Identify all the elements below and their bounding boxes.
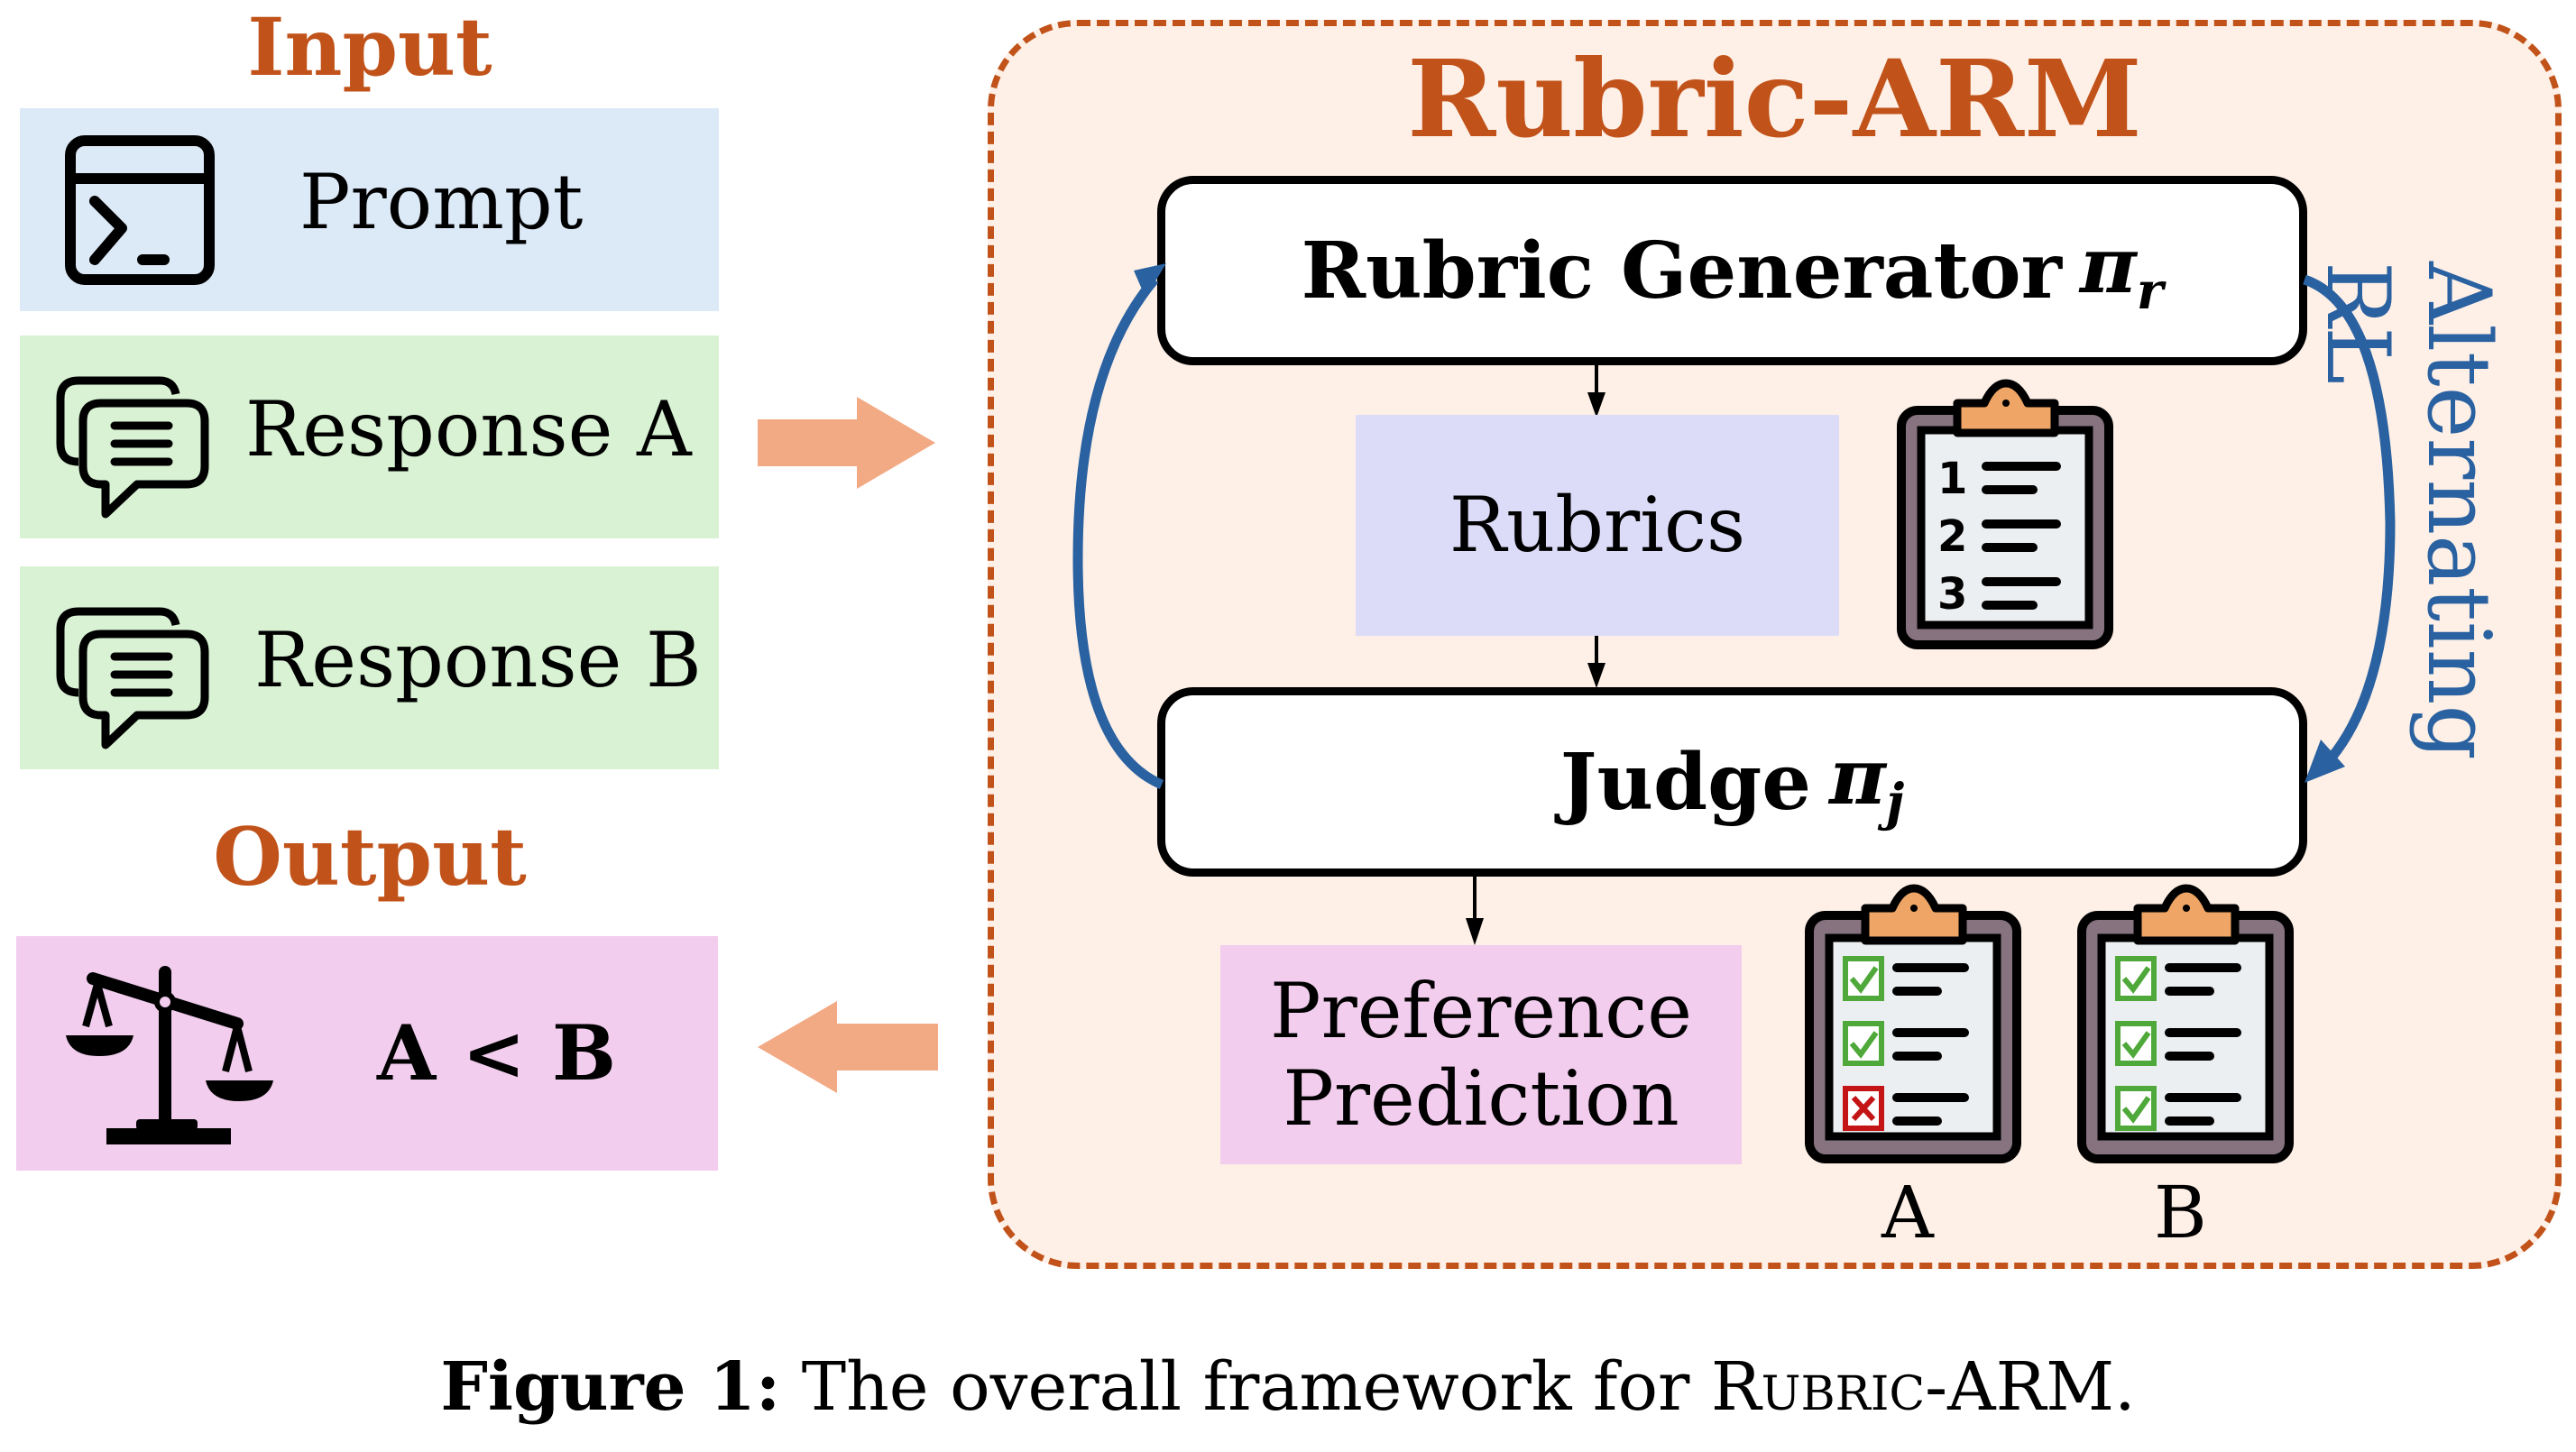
check-mark-icon	[2115, 956, 2157, 1001]
check-mark-icon	[1843, 956, 1884, 1001]
caption-text: The overall framework for	[801, 1348, 1690, 1426]
rubric-number-1: 1	[1937, 454, 1967, 504]
response-a-box: Response A	[20, 335, 719, 538]
input-arrow	[758, 397, 935, 489]
output-box: A < B	[16, 936, 718, 1171]
output-arrow	[758, 1001, 938, 1093]
prompt-box: Prompt	[20, 108, 719, 311]
preference-prediction-box: Preference Prediction	[1220, 945, 1742, 1164]
judge-label: Judge	[1559, 736, 1811, 828]
rubrics-to-judge-arrow	[1587, 636, 1605, 688]
output-title: Output	[213, 810, 527, 904]
caption-name: Rubric-ARM	[1710, 1348, 2115, 1426]
rubric-number-3: 3	[1937, 569, 1967, 620]
check-mark-icon	[2115, 1086, 2157, 1131]
response-a-label: Response A	[245, 385, 692, 473]
framework-title: Rubric-ARM	[1407, 36, 2142, 161]
response-b-label: Response B	[254, 616, 702, 704]
check-mark-icon	[2115, 1021, 2157, 1066]
judge-to-preference-arrow	[1466, 873, 1484, 945]
checklist-label-b: B	[2154, 1171, 2207, 1254]
generator-to-judge-loop-arrow	[2303, 274, 2396, 783]
preference-label-line2: Prediction	[1283, 1053, 1679, 1143]
response-b-box: Response B	[20, 566, 719, 769]
rubric-generator-box: Rubric Generator πr	[1157, 176, 2307, 365]
checklist-label-a: A	[1881, 1171, 1934, 1254]
scale-icon	[66, 966, 273, 1144]
rubrics-box: Rubrics	[1356, 415, 1839, 636]
prompt-label: Prompt	[299, 158, 584, 246]
check-mark-icon	[1843, 1021, 1884, 1066]
chat-bubbles-icon	[56, 607, 209, 749]
caption-suffix: .	[2114, 1348, 2136, 1426]
output-result: A < B	[377, 1008, 617, 1098]
terminal-window-icon	[65, 135, 215, 285]
rubric-number-2: 2	[1937, 511, 1967, 562]
rubrics-label: Rubrics	[1449, 481, 1746, 570]
preference-label-line1: Preference	[1270, 966, 1692, 1055]
judge-to-generator-loop-arrow	[1072, 263, 1166, 790]
checklist-clipboard-b-icon	[2077, 884, 2294, 1163]
rubric-generator-label: Rubric Generator	[1301, 225, 2062, 317]
alternating-rl-label: Alternating RL	[2307, 262, 2509, 760]
input-title: Input	[247, 0, 492, 94]
numbered-clipboard-icon: 1 2 3	[1897, 379, 2113, 649]
judge-box: Judge πj	[1157, 687, 2307, 877]
checklist-clipboard-a-icon	[1805, 884, 2021, 1163]
chat-bubbles-icon	[56, 376, 209, 519]
judge-symbol: πj	[1828, 731, 1905, 833]
caption-prefix: Figure 1:	[440, 1348, 781, 1426]
generator-to-rubrics-arrow	[1587, 365, 1605, 418]
figure-caption: Figure 1: The overall framework for Rubr…	[0, 1348, 2576, 1426]
rubric-generator-symbol: πr	[2079, 219, 2164, 322]
